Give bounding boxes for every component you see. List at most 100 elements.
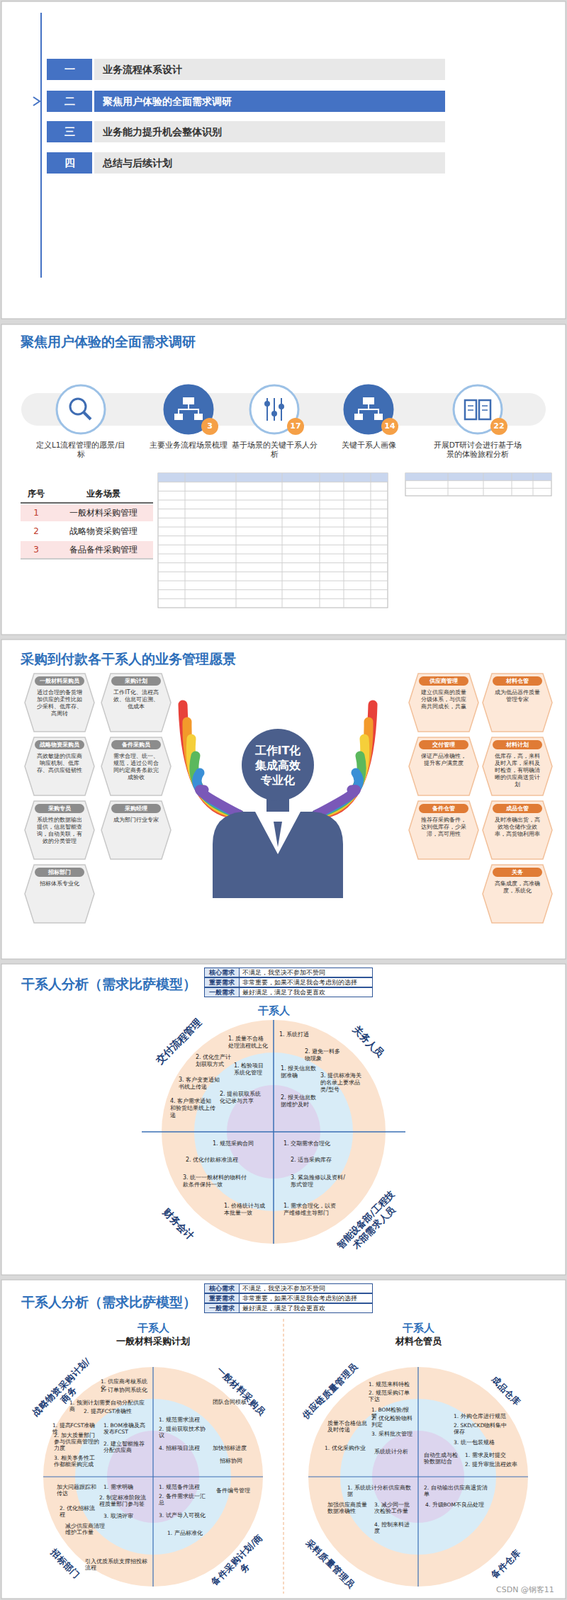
legend-desc: 最好满足，满足了我会更喜欢	[239, 1304, 326, 1314]
drawing-shape	[158, 571, 388, 573]
role-tag: 材料计划	[492, 740, 543, 750]
drawing-shape	[20, 504, 154, 522]
slide-title: 聚焦用户体验的全面需求调研	[20, 333, 319, 351]
agenda-item: 三业务能力提升机会整体识别	[46, 121, 446, 143]
figure-head: 工作IT化 集成高效 专业化	[240, 728, 315, 803]
drawing-shape	[24, 865, 95, 924]
drawing-shape	[308, 1477, 529, 1478]
drawing-shape	[316, 789, 357, 816]
need-item: 1. 质量不合格处理流程线上化	[228, 1036, 270, 1051]
need-item: 引入优质系统支撑招投标流程	[85, 1559, 151, 1573]
role-tag: 供应商管理	[418, 676, 469, 687]
drawing-shape	[483, 473, 485, 497]
drawing-shape	[158, 473, 388, 483]
count-badge: 17	[287, 418, 305, 436]
section-number: 三	[46, 121, 93, 143]
legend-row: 一般需求最好满足，满足了我会更喜欢	[204, 1304, 373, 1315]
drawing-shape	[158, 481, 388, 483]
need-item: 2. 自动输出供应商退货清单	[423, 1485, 492, 1499]
legend-row: 重要需求非常重要，如果不满足我会考虑别的选择	[204, 978, 373, 988]
slide-title: 采购到付款各干系人的业务管理愿景	[20, 650, 375, 668]
need-item: 2. 优化生产计划获取方式	[195, 1054, 233, 1069]
need-item: 减少供应商清理维护工作量	[65, 1523, 108, 1537]
drawing-shape	[174, 413, 183, 421]
drawing-shape	[194, 756, 240, 816]
legend-desc: 不满足，我坚决不参加不赞同	[239, 1284, 326, 1294]
vision-hexagon: 供应商管理建立供应商的质量分级体系，与供应商共同成长，共赢	[408, 673, 480, 733]
legend-row: 核心需求不满足，我坚决不参加不赞同	[204, 968, 373, 979]
drawing-shape	[467, 406, 488, 411]
drawing-shape	[101, 737, 171, 796]
need-item: 1. 规范备件流程	[158, 1484, 209, 1492]
step-circle: 定义L1流程管理的愿景/目标	[55, 384, 107, 436]
role-tag: 材料仓管	[492, 676, 543, 687]
need-item: 2. 加大质量部门参与供应商管理的力度	[53, 1433, 100, 1453]
drawing-shape	[319, 473, 321, 609]
drawing-shape	[212, 812, 344, 899]
drawing-shape	[405, 473, 552, 497]
need-item: 1. 规范采购合同	[212, 1141, 268, 1149]
need-item: 3. 统一包装规格	[453, 1440, 511, 1447]
step-label: 主要业务流程场景梳理	[142, 440, 235, 451]
vision-hexagon: 材料计划低库存，高，来料及时入库，采料及时检查，有明确清晰的供应商送货计划	[481, 737, 553, 797]
section-title: 业务能力提升机会整体识别	[94, 121, 446, 143]
vision-hexagon: 采购专员系统性的数据输出提供，信息智能查询，自动关联，有效的分类管理	[24, 800, 95, 861]
label: 一般材料采购管理	[53, 508, 154, 519]
need-item: 1. 外购仓库进行规范	[453, 1413, 511, 1421]
drawing-shape	[158, 598, 388, 600]
vision-text: 推荐存采购备件，达到低库存，少呆滞，高可用性	[419, 817, 468, 839]
need-item: 2. 报关信息数据维护及时	[280, 1095, 321, 1110]
need-item: 4. 招标项目流程	[158, 1445, 209, 1453]
drawing-shape	[83, 412, 91, 420]
need-item: 招标协同	[219, 1458, 249, 1465]
drawing-shape	[278, 403, 285, 410]
role-tag: 战略物资采购员	[34, 740, 85, 750]
legend-row: 核心需求不满足，我坚决不参加不赞同	[204, 1284, 373, 1295]
drawing-shape	[178, 404, 199, 414]
drawing-shape	[141, 1131, 406, 1134]
legend-row: 重要需求非常重要，如果不满足我会考虑别的选择	[204, 1294, 373, 1305]
vision-text: 工作IT化、流程高效、信息可追溯、低成本	[111, 689, 161, 711]
drawing-shape	[24, 674, 95, 733]
drawing-shape	[271, 411, 278, 417]
drawing-shape	[182, 397, 195, 405]
need-item: 1. 规范需求流程	[158, 1417, 209, 1424]
drawing-shape	[20, 502, 154, 504]
drawing-shape	[532, 473, 534, 497]
label: 序号	[20, 489, 52, 500]
drawing-shape	[482, 865, 553, 924]
drawing-shape	[158, 581, 388, 582]
step-label: 定义L1流程管理的愿景/目标	[34, 440, 127, 460]
need-item: 3. 试产导入可视化	[158, 1513, 210, 1520]
drawing-shape	[43, 1367, 263, 1588]
drawing-shape	[190, 739, 240, 816]
drawing-shape	[362, 397, 375, 405]
need-item: 1. 检验项目系统化管理	[233, 1063, 270, 1078]
drawing-shape	[158, 473, 552, 609]
need-item: 自动生成与检验数据结合	[423, 1452, 461, 1466]
drawing-shape	[56, 385, 105, 434]
drawing-shape	[370, 473, 372, 609]
drawing-shape	[408, 737, 479, 796]
need-item: 3. 减少同一批次检验工作量	[374, 1502, 414, 1516]
drawing-shape	[158, 589, 388, 591]
legend-desc: 不满足，我坚决不参加不赞同	[239, 968, 326, 978]
vision-hexagon: 采购计划工作IT化、流程高效、信息可追溯、低成本	[100, 673, 172, 733]
drawing-shape	[158, 554, 388, 555]
role-tag: 关务	[492, 868, 543, 878]
step-label: 开展DT研讨会进行基于场景的体验旅程分析	[431, 440, 524, 460]
drawing-shape	[405, 473, 552, 482]
vision-hexagon: 备件仓管推荐存采购备件，达到低库存，少呆滞，高可用性	[408, 800, 480, 861]
need-item: 1. 价格统计与成本批量一致	[223, 1203, 268, 1218]
need-item: 2. 提前获取技术协议	[158, 1426, 210, 1440]
figure-text: 工作IT化 集成高效 专业化	[250, 743, 305, 789]
drawing-shape	[24, 737, 95, 796]
legend-key: 一般需求	[204, 1304, 240, 1314]
agenda-item: 四总结与后续计划	[46, 152, 446, 174]
role-tag: 备件仓管	[418, 804, 469, 814]
need-item: 4. 控制来料进度	[374, 1522, 414, 1536]
role-tag: 备件采购员	[111, 740, 161, 750]
drawing-shape	[236, 473, 237, 609]
label: 2	[20, 526, 52, 538]
